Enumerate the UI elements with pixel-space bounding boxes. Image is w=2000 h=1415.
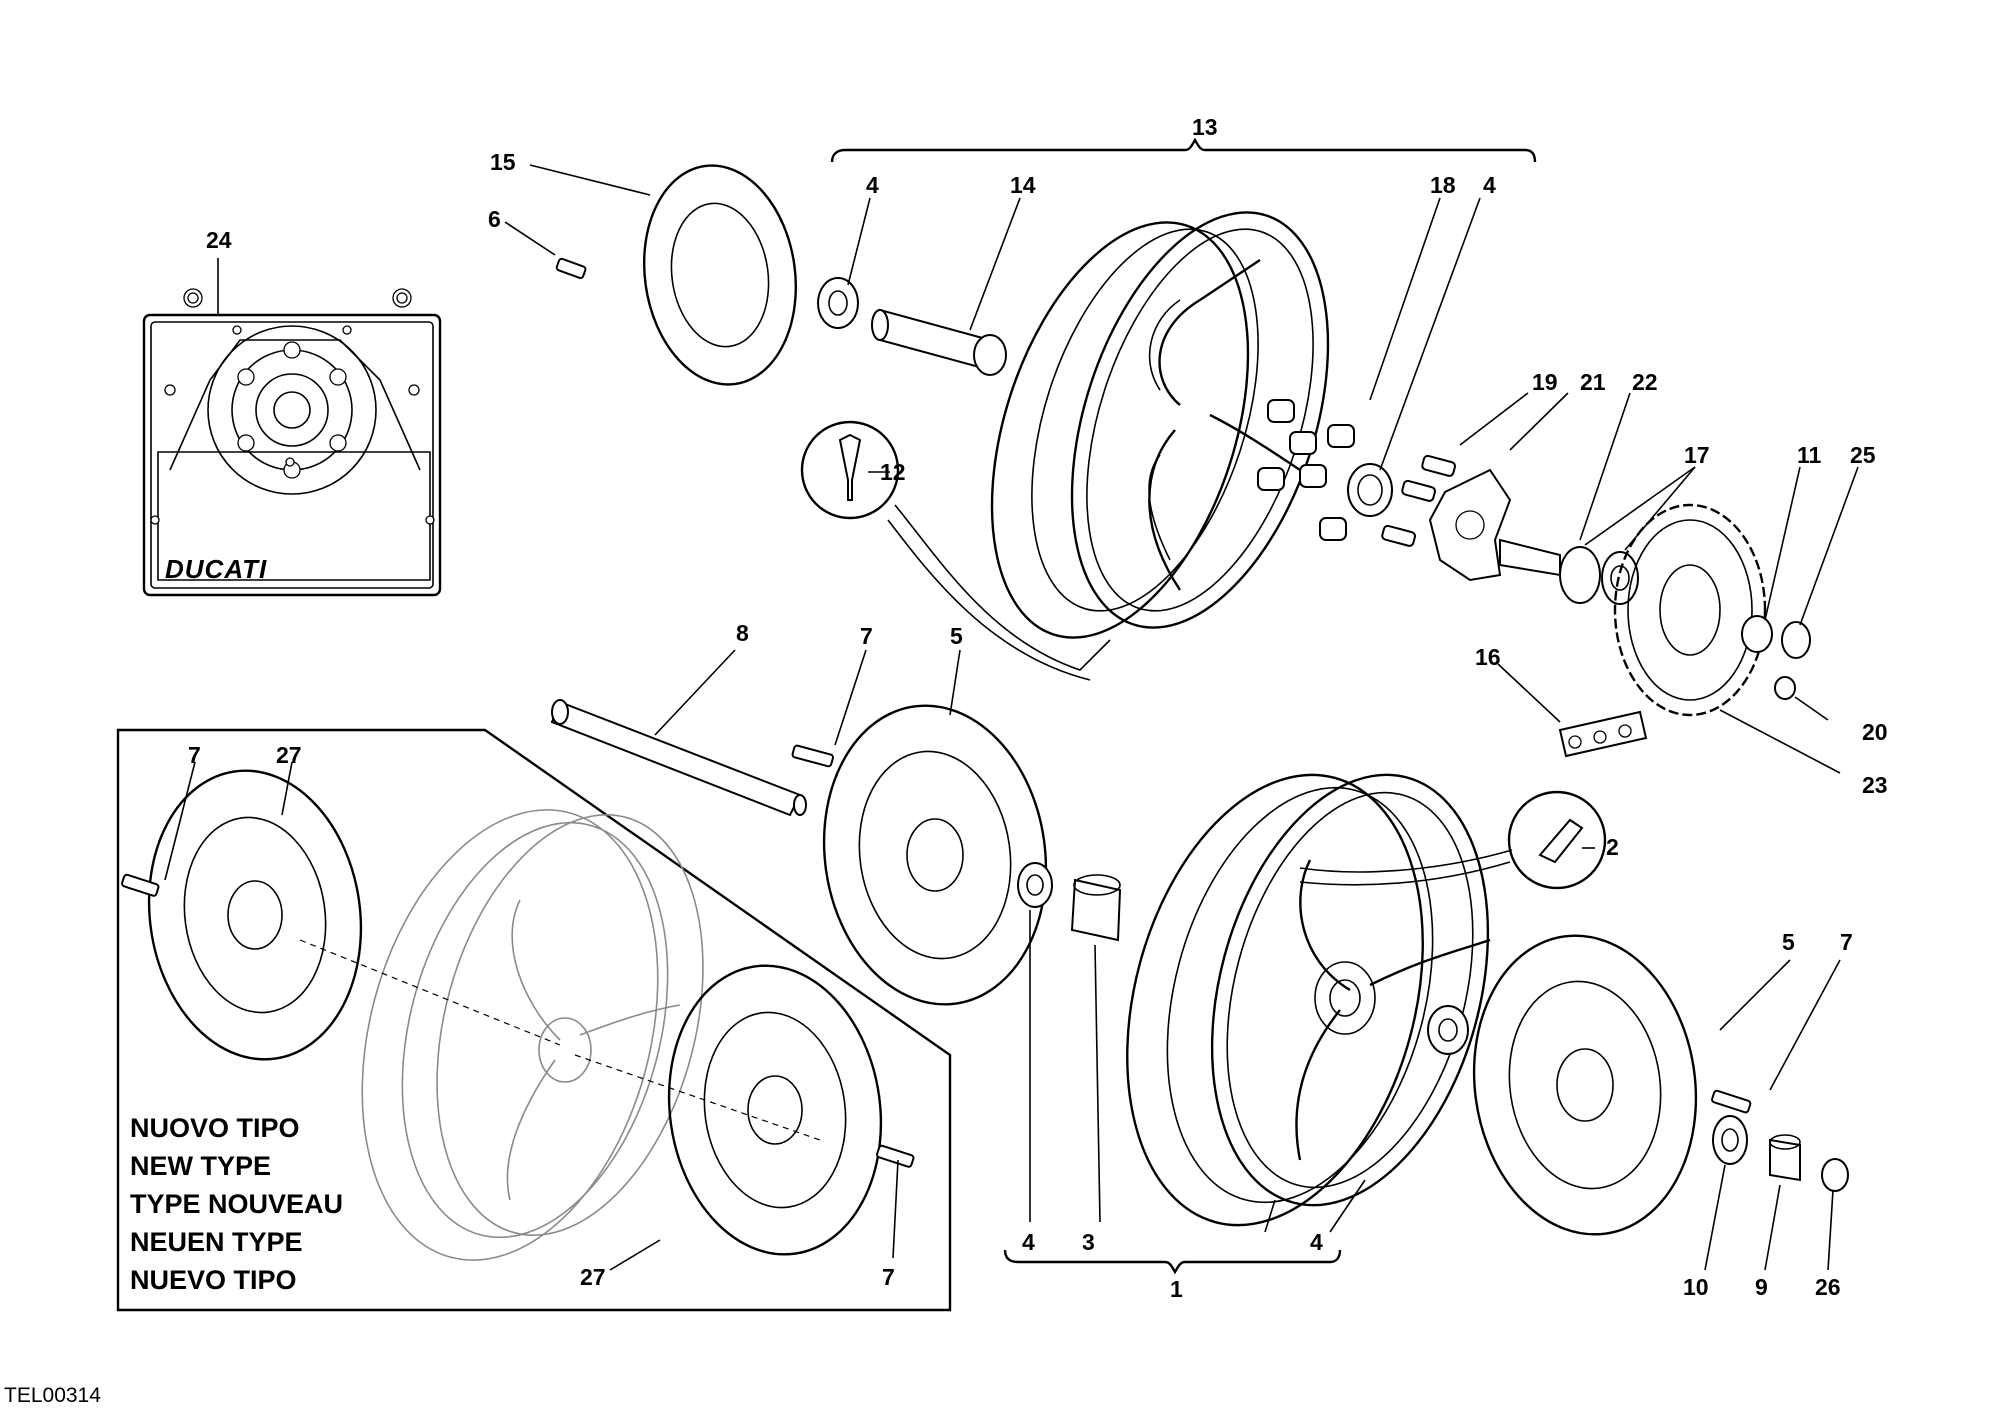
callout-14: 14	[1010, 172, 1036, 198]
callout-15: 15	[490, 149, 516, 175]
flange-studs	[1381, 454, 1457, 547]
callout-26: 26	[1815, 1274, 1841, 1300]
rear-sprocket	[1613, 503, 1767, 717]
front-disc-screw-right	[1711, 1089, 1752, 1114]
rear-axle-spacer-14	[871, 308, 1007, 376]
front-disc-screw	[791, 744, 834, 768]
callout-labels: 13 15 6 24 4 14 18 4 19 21 22 17 11 25 1…	[188, 114, 1888, 1302]
callout-4-front-left: 4	[1022, 1229, 1035, 1255]
front-spacer-4	[1017, 862, 1053, 908]
note-line-it: NUOVO TIPO	[130, 1113, 300, 1143]
new-type-disc-left	[147, 769, 363, 1061]
callout-16: 16	[1475, 644, 1501, 670]
callout-25: 25	[1850, 442, 1876, 468]
leader-lines	[164, 164, 1859, 1271]
callout-1: 1	[1170, 1276, 1183, 1302]
chain-master-link	[1558, 710, 1648, 758]
callout-6: 6	[488, 206, 501, 232]
new-type-wheel	[361, 809, 704, 1261]
note-line-fr: TYPE NOUVEAU	[130, 1189, 343, 1219]
new-type-inset	[116, 728, 952, 1312]
callout-21: 21	[1580, 369, 1606, 395]
new-type-disc-right	[667, 964, 883, 1256]
rear-spacer-4	[817, 277, 859, 329]
valve-detail-12	[800, 420, 1111, 681]
new-type-note: NUOVO TIPO NEW TYPE TYPE NOUVEAU NEUEN T…	[130, 1113, 343, 1295]
rear-brake-disc	[642, 164, 798, 386]
front-wheel-1	[1126, 773, 1491, 1227]
note-line-de: NEUEN TYPE	[130, 1227, 303, 1257]
rear-hub-studs	[1257, 399, 1355, 541]
callout-11: 11	[1797, 442, 1822, 468]
plate-bolt-holes	[150, 288, 435, 525]
callout-23: 23	[1862, 772, 1888, 798]
ducati-logo: DUCATI	[165, 554, 267, 584]
callout-2: 2	[1606, 834, 1619, 860]
diagram-code: TEL00314	[4, 1384, 101, 1407]
new-type-screw-left	[121, 873, 160, 897]
callout-4-rear-right: 4	[1483, 172, 1496, 198]
callout-20: 20	[1862, 719, 1888, 745]
callout-27-top: 27	[276, 742, 302, 768]
callout-3: 3	[1082, 1229, 1095, 1255]
note-line-en: NEW TYPE	[130, 1151, 271, 1181]
callout-19: 19	[1532, 369, 1558, 395]
callout-9: 9	[1755, 1274, 1768, 1300]
sprocket-nut	[1741, 615, 1811, 700]
callout-10: 10	[1683, 1274, 1709, 1300]
callout-4-rear-left: 4	[866, 172, 879, 198]
callout-7-front: 7	[860, 623, 873, 649]
callout-7-new-left: 7	[188, 742, 201, 768]
front-spacer-3	[1070, 874, 1122, 942]
callout-5-front: 5	[950, 623, 963, 649]
callout-17: 17	[1684, 442, 1710, 468]
sprocket-cover-plate: DUCATI	[142, 288, 442, 597]
front-disc-5	[822, 704, 1048, 1006]
callout-5-right: 5	[1782, 929, 1795, 955]
callout-13: 13	[1192, 114, 1218, 140]
callout-4-front-right: 4	[1310, 1229, 1323, 1255]
valve-detail-2	[1299, 790, 1607, 890]
callout-12: 12	[880, 459, 906, 485]
front-disc-5-right	[1472, 934, 1698, 1236]
sprocket-flange	[1428, 468, 1561, 582]
callout-27-bottom: 27	[580, 1264, 606, 1290]
rear-bearing	[1347, 463, 1393, 517]
disc-screw	[555, 257, 587, 280]
bracket-1	[1003, 1249, 1342, 1275]
note-line-es: NUEVO TIPO	[130, 1265, 297, 1295]
bracket-13	[830, 137, 1537, 163]
callout-8: 8	[736, 620, 749, 646]
axle-end-parts	[1712, 1115, 1849, 1192]
callout-18: 18	[1430, 172, 1456, 198]
callout-24: 24	[206, 227, 232, 253]
front-axle-8	[550, 699, 807, 817]
new-type-screw-right	[876, 1144, 915, 1168]
callout-7-right: 7	[1840, 929, 1853, 955]
callout-22: 22	[1632, 369, 1658, 395]
rear-wheel	[990, 211, 1330, 639]
front-wheel-spacer-4	[1427, 1005, 1469, 1055]
callout-7-new-right: 7	[882, 1264, 895, 1290]
